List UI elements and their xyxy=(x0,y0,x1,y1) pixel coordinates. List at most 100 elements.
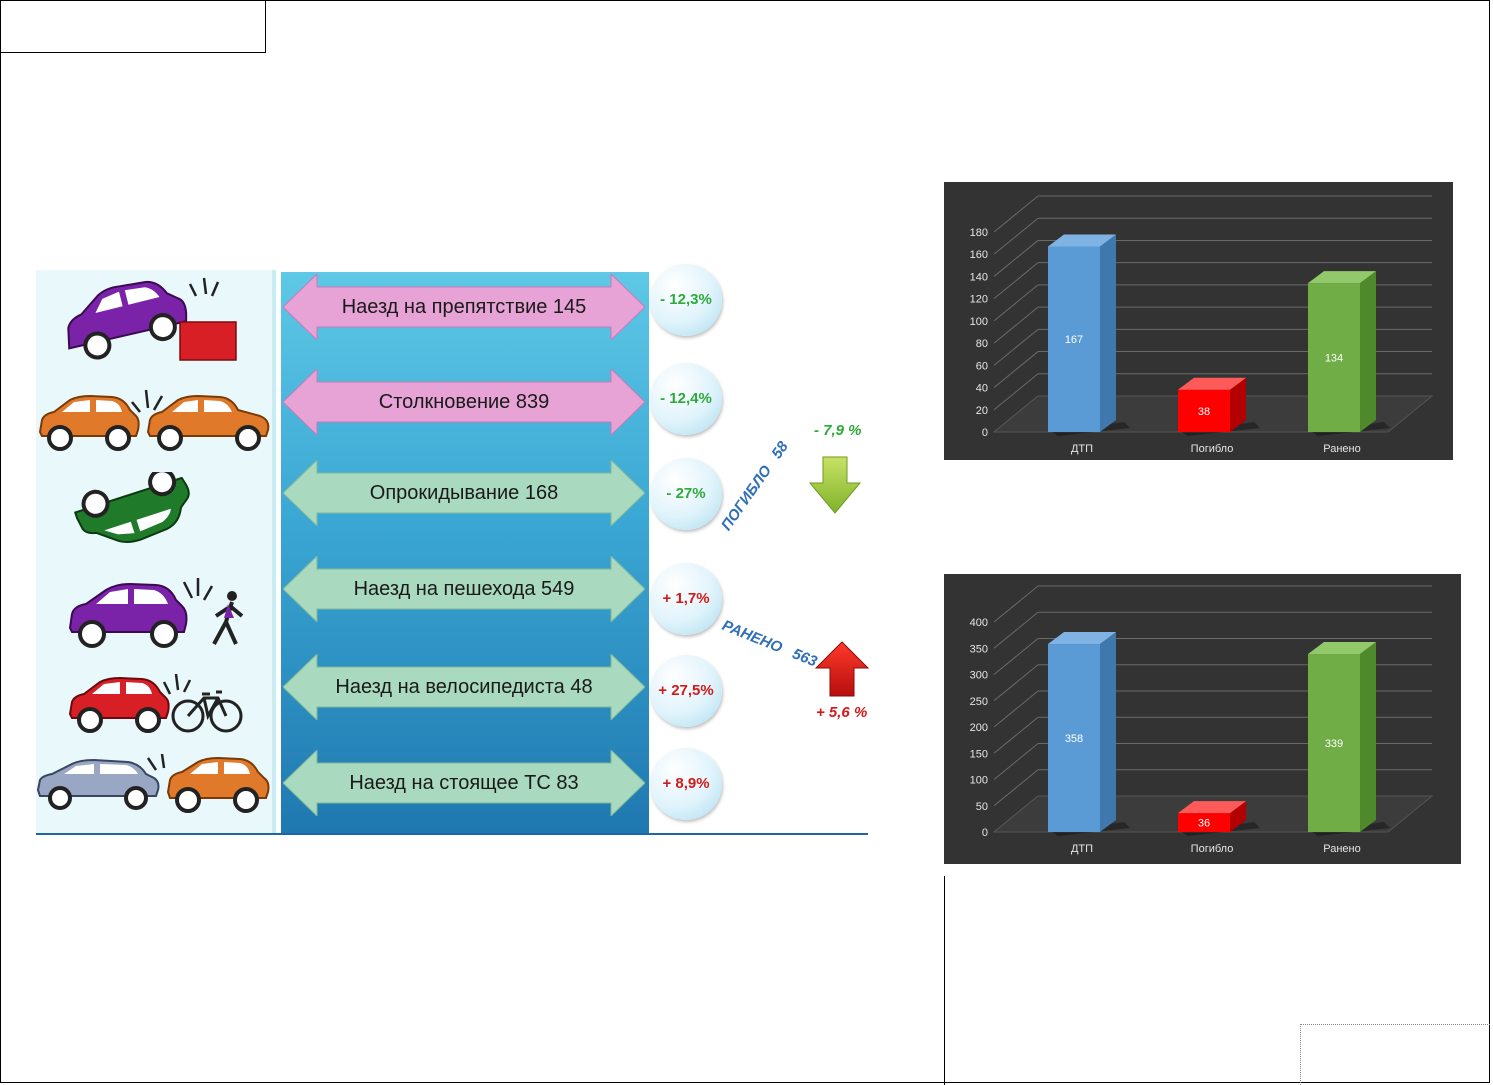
gridline-side xyxy=(993,284,1039,322)
killed-label: погибло xyxy=(718,462,776,534)
y-tick-label: 60 xyxy=(976,360,988,372)
x-category-label: Погибло xyxy=(1191,843,1234,855)
accident-type-label: Наезд на пешехода 549 xyxy=(353,578,575,600)
double-arrow-icon xyxy=(283,460,645,526)
gridline-side xyxy=(993,743,1039,780)
y-tick-label: 20 xyxy=(976,405,988,417)
gridline-side xyxy=(993,769,1039,807)
gridline-side xyxy=(993,262,1039,300)
y-tick-label: 0 xyxy=(982,427,988,439)
bar-top xyxy=(1178,377,1246,390)
y-tick-label: 350 xyxy=(970,643,988,655)
data-label: 36 xyxy=(1198,818,1210,830)
bar xyxy=(1178,813,1230,832)
divider-line xyxy=(944,876,945,1085)
bar-top xyxy=(1308,271,1376,284)
y-tick-label: 150 xyxy=(970,748,988,760)
gridline-side xyxy=(993,306,1039,344)
bar xyxy=(1308,654,1360,832)
gridline-side xyxy=(993,638,1039,675)
bar-top xyxy=(1048,632,1116,645)
change-percent-bubble: + 1,7% xyxy=(650,563,722,635)
x-category-label: Ранено xyxy=(1323,843,1360,855)
up-arrow-icon xyxy=(814,641,870,697)
y-tick-label: 200 xyxy=(970,722,988,734)
double-arrow-icon xyxy=(283,274,645,340)
double-arrow-icon xyxy=(283,369,645,435)
double-arrow-icon xyxy=(283,556,645,622)
icons-column xyxy=(36,270,276,835)
y-tick-label: 140 xyxy=(970,271,988,283)
y-tick-label: 100 xyxy=(970,316,988,328)
bar-side xyxy=(1360,271,1376,432)
change-percent-bubble: + 8,9% xyxy=(650,748,722,820)
accident-type-label: Наезд на стоящее ТС 83 xyxy=(349,772,579,794)
bar-side xyxy=(1230,377,1246,432)
car-hits-obstacle-icon xyxy=(67,277,237,361)
chart-2-svg: 050100150200250300350400358ДТП36Погибло3… xyxy=(970,585,1434,855)
y-tick-label: 40 xyxy=(976,383,988,395)
accident-row: Наезд на велосипедиста 48 xyxy=(283,654,645,720)
bar-top xyxy=(1178,801,1246,814)
x-category-label: ДТП xyxy=(1071,443,1093,455)
data-label: 167 xyxy=(1065,334,1083,346)
y-tick-label: 50 xyxy=(976,801,988,813)
change-percent-bubble: - 27% xyxy=(650,458,722,530)
bar xyxy=(1048,644,1100,832)
gridline-side xyxy=(993,195,1039,233)
data-label: 339 xyxy=(1325,738,1343,750)
accident-types-infographic: Наезд на препятствие 145 - 12,3% Столкнове… xyxy=(36,264,870,837)
change-percent-bubble: + 27,5% xyxy=(650,655,722,727)
bar-side xyxy=(1100,234,1116,432)
y-tick-label: 160 xyxy=(970,249,988,261)
bar-side xyxy=(1100,632,1116,832)
car-collision-icon xyxy=(38,389,270,451)
gridline-side xyxy=(993,585,1039,623)
car-hits-cyclist-icon xyxy=(68,673,243,733)
accident-row: Опрокидывание 168 xyxy=(283,460,645,526)
bar-top xyxy=(1308,642,1376,655)
double-arrow-icon xyxy=(283,750,645,816)
bar-top xyxy=(1048,234,1116,247)
y-tick-label: 80 xyxy=(976,338,988,350)
injured-label: ранено xyxy=(719,617,785,657)
gridline-side xyxy=(993,328,1039,366)
bar xyxy=(1178,389,1230,432)
bar-side xyxy=(1230,801,1246,832)
bar xyxy=(1308,283,1360,432)
y-tick-label: 300 xyxy=(970,670,988,682)
double-arrow-icon xyxy=(283,654,645,720)
accident-type-label: Наезд на препятствие 145 xyxy=(341,296,587,318)
data-label: 134 xyxy=(1325,353,1343,365)
dotted-box xyxy=(1300,1024,1490,1085)
y-tick-label: 250 xyxy=(970,696,988,708)
arrows-column-background xyxy=(281,272,649,835)
accident-type-label: Столкновение 839 xyxy=(378,391,550,413)
x-category-label: Погибло xyxy=(1191,443,1234,455)
gridline-side xyxy=(993,664,1039,702)
killed-change: - 7,9 % xyxy=(814,422,862,439)
x-category-label: ДТП xyxy=(1071,843,1093,855)
data-label: 358 xyxy=(1065,733,1083,745)
change-percent-bubble: - 12,3% xyxy=(650,264,722,336)
gridline-side xyxy=(993,690,1039,728)
car-overturn-icon xyxy=(73,472,190,544)
injured-stat: ранено 563 xyxy=(720,617,820,671)
accident-row: Столкновение 839 xyxy=(283,369,645,435)
bar xyxy=(1048,246,1100,432)
y-tick-label: 400 xyxy=(970,617,988,629)
y-tick-label: 180 xyxy=(970,227,988,239)
injured-change: + 5,6 % xyxy=(816,704,868,721)
chart-1-svg: 020406080100120140160180167ДТП38Погибло1… xyxy=(970,195,1434,455)
y-tick-label: 100 xyxy=(970,775,988,787)
accident-row: Наезд на препятствие 145 xyxy=(283,274,645,340)
gridline-side xyxy=(993,373,1039,411)
car-hits-parked-car-icon xyxy=(36,754,270,813)
accident-type-label: Наезд на велосипедиста 48 xyxy=(335,676,593,698)
down-arrow-icon xyxy=(808,456,862,514)
killed-value: 58 xyxy=(768,438,792,462)
y-tick-label: 120 xyxy=(970,294,988,306)
